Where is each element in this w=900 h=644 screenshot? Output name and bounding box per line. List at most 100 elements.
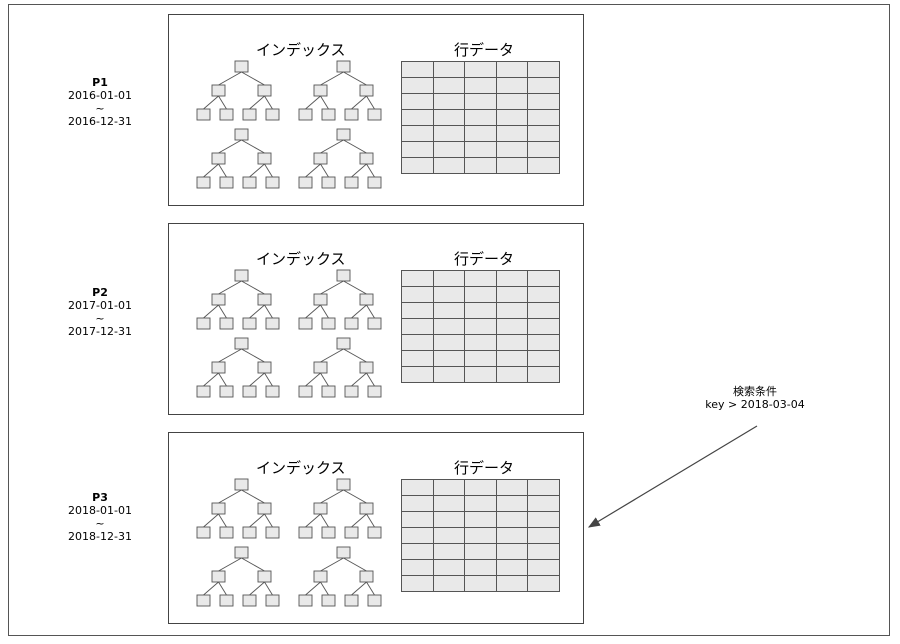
grid-cell — [401, 511, 434, 528]
tree-edge — [249, 163, 265, 178]
arrow-line — [587, 425, 758, 528]
tree-node — [265, 176, 280, 189]
diagram-frame — [8, 4, 890, 636]
tree-edge — [320, 95, 329, 110]
grid-row — [401, 559, 560, 576]
tree-node — [298, 526, 313, 539]
tree-node — [336, 60, 351, 73]
tree-node — [313, 361, 328, 374]
grid-cell — [464, 495, 497, 512]
tree-edge — [241, 71, 265, 86]
tree-node — [265, 317, 280, 330]
grid-cell — [527, 157, 560, 174]
tree-node — [257, 293, 272, 306]
tree-edge — [343, 489, 367, 504]
tree-node — [359, 84, 374, 97]
tree-node — [234, 478, 249, 491]
tree-edge — [351, 372, 367, 387]
tree-node — [211, 84, 226, 97]
grid-cell — [464, 270, 497, 287]
tree-node — [265, 526, 280, 539]
grid-cell — [401, 286, 434, 303]
tree-edge — [320, 513, 329, 528]
tree-node — [298, 176, 313, 189]
row-data-title: 行データ — [454, 250, 515, 268]
tree-node — [359, 502, 374, 515]
index-title: インデックス — [256, 459, 346, 477]
grid-cell — [432, 141, 466, 158]
tree-edge — [351, 95, 367, 110]
tree-edge — [241, 139, 265, 154]
partition-start: 2018-01-01 — [68, 504, 132, 517]
partition-end: 2017-12-31 — [68, 325, 132, 338]
partition-label-p3: P3 2018-01-01 ~ 2018-12-31 — [40, 491, 160, 543]
grid-cell — [495, 575, 529, 592]
grid-row — [401, 495, 560, 512]
tree-node — [257, 361, 272, 374]
tree-node — [336, 478, 351, 491]
tree-edge — [218, 348, 242, 363]
tree-node — [211, 570, 226, 583]
tree-node — [359, 570, 374, 583]
tree-edge — [343, 139, 367, 154]
partition-name: P1 — [92, 76, 108, 89]
tree-edge — [203, 95, 219, 110]
tree-edge — [305, 163, 321, 178]
partition-box-p1: インデックス 行データ — [168, 14, 584, 206]
grid-cell — [495, 334, 529, 351]
tree-edge — [264, 581, 273, 596]
index-trees — [196, 269, 382, 398]
tree-edge — [320, 557, 344, 572]
grid-row — [401, 511, 560, 528]
tree-edge — [351, 163, 367, 178]
grid-cell — [432, 318, 466, 335]
grid-cell — [401, 270, 434, 287]
grid-cell — [401, 334, 434, 351]
tree-node — [367, 176, 382, 189]
tree-edge — [249, 581, 265, 596]
grid-cell — [527, 141, 560, 158]
tree-edge — [320, 304, 329, 319]
tree-edge — [241, 557, 265, 572]
grid-cell — [527, 543, 560, 560]
grid-cell — [464, 575, 497, 592]
index-title: インデックス — [256, 250, 346, 268]
grid-row — [401, 270, 560, 287]
grid-row — [401, 77, 560, 94]
row-data-title: 行データ — [454, 41, 515, 59]
tree-edge — [218, 280, 242, 295]
tree-node — [219, 176, 234, 189]
tree-node — [359, 361, 374, 374]
tree-edge — [264, 372, 273, 387]
grid-cell — [527, 575, 560, 592]
row-data-grid — [401, 479, 560, 592]
tree-node — [234, 269, 249, 282]
tree-node — [265, 108, 280, 121]
tree-node — [211, 361, 226, 374]
grid-cell — [527, 559, 560, 576]
grid-row — [401, 125, 560, 142]
tree-node — [242, 108, 257, 121]
grid-cell — [432, 157, 466, 174]
tree-edge — [366, 163, 375, 178]
grid-cell — [432, 286, 466, 303]
grid-cell — [527, 366, 560, 383]
tree-node — [257, 152, 272, 165]
grid-cell — [464, 366, 497, 383]
tree-node — [359, 293, 374, 306]
grid-cell — [401, 575, 434, 592]
grid-cell — [495, 109, 529, 126]
tree-node — [367, 594, 382, 607]
tree-node — [234, 337, 249, 350]
tree-edge — [305, 581, 321, 596]
tree-edge — [241, 348, 265, 363]
tree-edge — [249, 513, 265, 528]
tree-node — [242, 526, 257, 539]
tree-node — [336, 546, 351, 559]
tree-edge — [203, 581, 219, 596]
index-title: インデックス — [256, 41, 346, 59]
tree-node — [234, 60, 249, 73]
tree-edge — [320, 163, 329, 178]
tree-node — [336, 128, 351, 141]
tree-node — [219, 594, 234, 607]
